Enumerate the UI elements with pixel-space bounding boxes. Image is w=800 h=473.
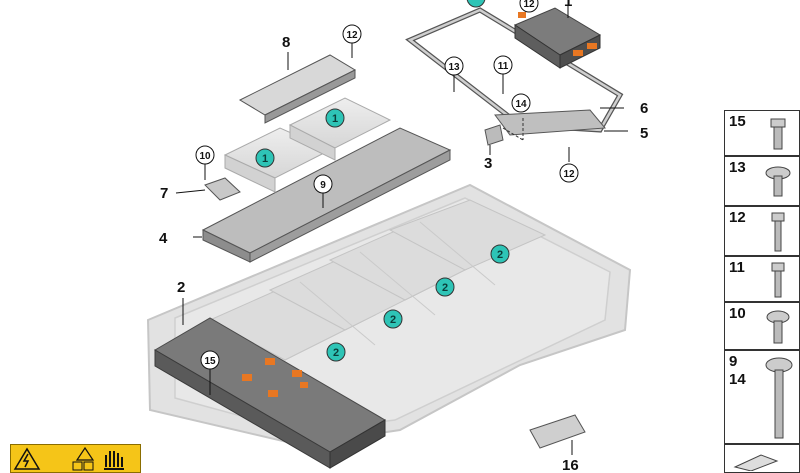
circle-callout-10: 10 <box>199 151 211 162</box>
fastener-row-15: 15 <box>724 110 800 156</box>
teal-callout-2b: 2 <box>442 282 448 294</box>
top-battery-module <box>513 7 602 69</box>
cover-plate <box>238 54 357 124</box>
fastener-label-9: 9 <box>729 353 738 370</box>
teal-callout-2a: 2 <box>497 249 503 261</box>
bolt-10-icon <box>766 310 790 344</box>
part-3-bracket <box>484 124 504 146</box>
fastener-label-11: 11 <box>729 259 745 276</box>
callout-3: 3 <box>484 155 492 172</box>
circle-callout-12a: 12 <box>346 30 358 41</box>
circle-callout-15: 15 <box>204 356 216 367</box>
fastener-row-13: 13 <box>724 156 800 206</box>
callout-7: 7 <box>160 185 168 202</box>
callout-6: 6 <box>640 100 648 117</box>
teal-callout-partial <box>466 0 486 8</box>
circle-callout-12b: 12 <box>563 169 575 180</box>
callout-4: 4 <box>159 230 168 247</box>
teal-callout-2d: 2 <box>333 347 339 359</box>
high-voltage-warning-icon <box>13 447 41 470</box>
fastener-label-14: 14 <box>729 371 746 388</box>
hv-warning-label <box>10 444 141 473</box>
battery-icon <box>72 461 83 471</box>
circle-callout-14: 14 <box>515 99 527 110</box>
part-clip-icon <box>733 454 779 471</box>
warning-symbols <box>13 446 124 471</box>
bolt-13-icon <box>765 166 791 197</box>
light-battery-modules <box>223 97 392 193</box>
upper-frame <box>405 7 624 136</box>
bolt-11-icon <box>771 262 785 298</box>
circle-callout-9: 9 <box>320 180 326 191</box>
general-warning-icon <box>75 446 95 461</box>
callout-2: 2 <box>177 279 185 296</box>
fastener-label-10: 10 <box>729 305 746 322</box>
callout-1-top: 1 <box>564 0 572 10</box>
callout-8: 8 <box>282 34 290 51</box>
teal-callout-1a: 1 <box>332 113 338 125</box>
fastener-row-10: 10 <box>724 302 800 350</box>
circle-callouts: 12 10 9 13 11 14 12 12 15 <box>195 0 579 370</box>
protective-glove-icon <box>104 451 124 470</box>
circle-callout-12c: 12 <box>523 0 535 10</box>
bolt-12-icon <box>771 212 785 252</box>
fastener-label-12: 12 <box>729 209 746 226</box>
bracket-part <box>204 177 241 201</box>
callout-16: 16 <box>562 457 579 473</box>
teal-callouts: 1 1 2 2 2 2 <box>255 0 510 362</box>
fastener-row-11: 11 <box>724 256 800 302</box>
fastener-row-9-14: 9 14 <box>724 350 800 444</box>
circle-callout-11: 11 <box>498 61 509 72</box>
bolt-15-icon <box>770 118 786 150</box>
fastener-row-12: 12 <box>724 206 800 256</box>
fastener-label-15: 15 <box>729 113 746 130</box>
bolt-9-14-icon <box>765 357 793 439</box>
fastener-label-13: 13 <box>729 159 746 176</box>
leader-lines <box>175 0 628 455</box>
fastener-row-extra <box>724 444 800 473</box>
part-16-clip <box>529 414 586 449</box>
circle-callout-13: 13 <box>448 62 460 73</box>
teal-callout-1b: 1 <box>262 153 268 165</box>
callout-5: 5 <box>640 125 648 142</box>
teal-callout-2c: 2 <box>390 314 396 326</box>
